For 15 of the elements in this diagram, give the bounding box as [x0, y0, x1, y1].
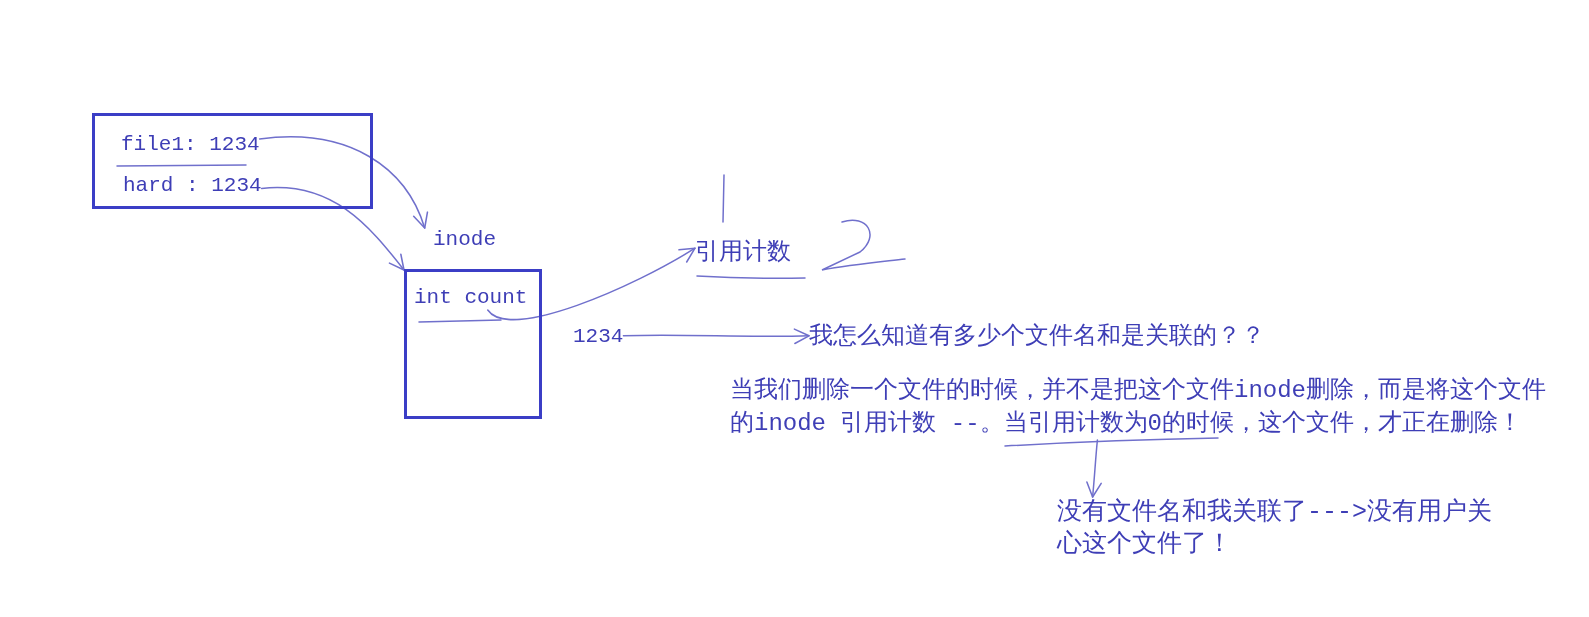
arrow [1086, 439, 1102, 498]
explanation-text: 当我们删除一个文件的时候，并不是把这个文件inode删除，而是将这个文件的inode 引用计数 --。当引用计数为0的时候，这个文件，才正在删除！ [730, 374, 1565, 440]
box-heading: inode [433, 228, 496, 252]
arrow [486, 247, 696, 320]
arrow [258, 136, 428, 229]
field-label: int count [414, 286, 528, 310]
entry-label: hard : 1234 [123, 174, 262, 198]
note-label: 引用计数 [695, 241, 791, 265]
entry-list-box [92, 113, 373, 209]
arrow [260, 186, 405, 271]
arrow [622, 328, 810, 345]
value-label: 1234 [573, 325, 624, 349]
entry-label: file1: 1234 [121, 133, 260, 157]
conclusion-text: 没有文件名和我关联了--->没有用户关心这个文件了！ [1057, 497, 1502, 561]
question-text: 我怎么知道有多少个文件名和是关联的？？ [809, 325, 1265, 349]
